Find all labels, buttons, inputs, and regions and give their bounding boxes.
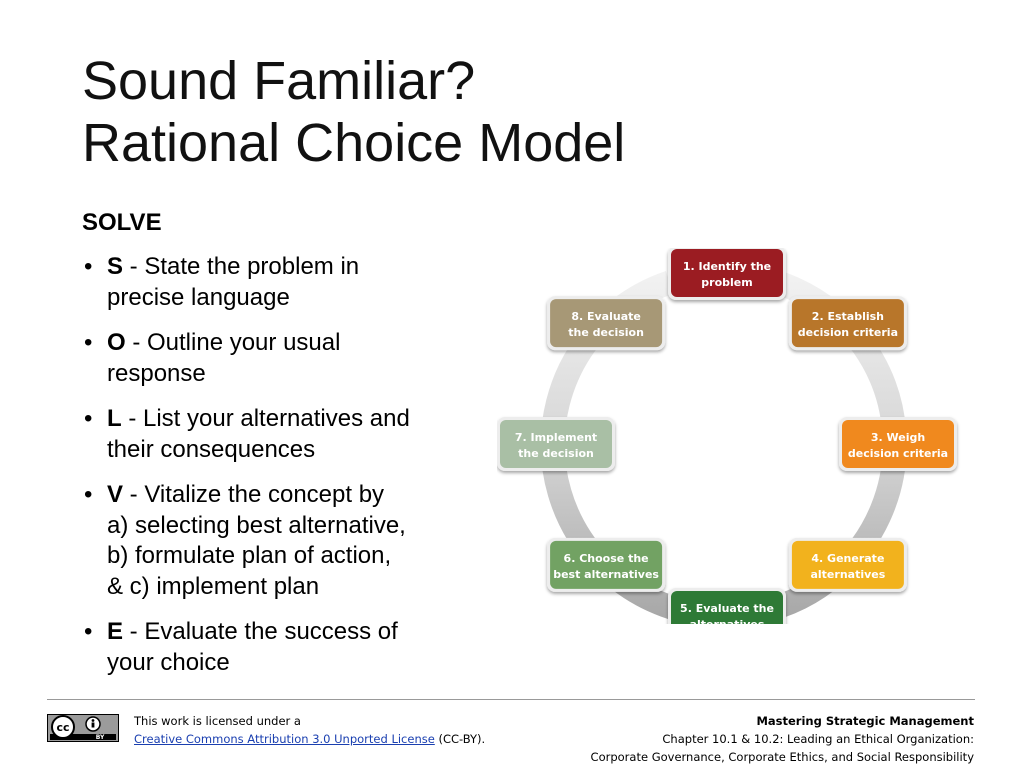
cycle-step-label: the decision [518, 447, 594, 460]
cycle-step-box: 4. Generate alternatives [788, 537, 907, 592]
book-title: Mastering Strategic Management [756, 714, 974, 728]
bullet-text: - State the problem in [123, 253, 360, 280]
cycle-step-label: best alternatives [553, 568, 659, 581]
list-item: O - Outline your usual response [82, 328, 482, 389]
bullet-text: - Vitalize the concept by [123, 481, 385, 508]
solve-list: S - State the problem in precise languag… [82, 252, 482, 678]
bullet-letter: L [107, 405, 122, 432]
list-item: V - Vitalize the concept by a) selecting… [82, 480, 482, 602]
solve-content: SOLVE S - State the problem in precise l… [82, 208, 482, 693]
cycle-step-fill [500, 420, 612, 468]
cycle-step-fill [842, 420, 954, 468]
bullet-text: a) selecting best alternative, [107, 511, 406, 539]
cycle-step-box: 2. Establish decision criteria [788, 296, 907, 351]
cycle-step-label: 4. Generate [811, 552, 884, 565]
list-item: S - State the problem in precise languag… [82, 252, 482, 313]
book-citation: Mastering Strategic Management Chapter 1… [591, 712, 974, 766]
bullet-text: b) formulate plan of action, [107, 542, 392, 569]
cycle-step-fill [550, 540, 663, 589]
bullet-letter: E [107, 618, 124, 645]
list-item: E - Evaluate the success of your choice [82, 617, 482, 678]
title-line-1: Sound Familiar? [82, 51, 476, 111]
license-line: This work is licensed under a [134, 714, 301, 728]
cycle-step-label: 7. Implement [515, 431, 597, 444]
cycle-step-label: 2. Establish [812, 310, 884, 323]
cycle-step-label: 6. Choose the [564, 552, 649, 565]
solve-heading: SOLVE [82, 209, 162, 236]
footer-divider [47, 699, 975, 700]
bullet-letter: O [107, 329, 126, 356]
cycle-step-label: decision criteria [798, 326, 898, 339]
cycle-step-fill [550, 299, 663, 348]
decision-cycle-diagram: 1. Identify the problem 2. Establish decisi… [497, 248, 957, 624]
cycle-step-label: 8. Evaluate [571, 310, 641, 323]
bullet-text: - Outline your usual [125, 329, 341, 356]
cycle-step-box: 7. Implement the decision [497, 417, 615, 471]
bullet-letter: V [107, 481, 124, 508]
license-suffix: (CC-BY). [434, 732, 486, 746]
list-item: L - List your alternatives and their con… [82, 404, 482, 465]
title-line-2: Rational Choice Model [82, 113, 626, 173]
cycle-step-box: 6. Choose the best alternatives [547, 537, 666, 592]
by-mark: BY [96, 734, 105, 741]
bullet-text: response [107, 359, 206, 387]
cycle-step-fill [671, 591, 783, 624]
cycle-step-fill [671, 249, 783, 297]
cycle-step-box: 1. Identify the problem [668, 248, 786, 300]
cycle-step-label: alternatives [690, 618, 765, 624]
slide-title: Sound Familiar? Rational Choice Model [82, 50, 625, 174]
cycle-step-box: 3. Weigh decision criteria [839, 417, 957, 471]
bullet-text: their consequences [107, 435, 316, 463]
cycle-step-label: decision criteria [848, 447, 948, 460]
chapter-line: Chapter 10.1 & 10.2: Leading an Ethical … [662, 732, 974, 746]
cycle-step-label: the decision [568, 326, 644, 339]
cycle-step-label: alternatives [810, 568, 885, 581]
cc-mark: cc [56, 721, 69, 734]
cc-by-badge-icon: cc BY [47, 714, 119, 742]
cycle-step-fill [791, 540, 904, 589]
bullet-text: precise language [107, 283, 290, 311]
cycle-steps: 1. Identify the problem 2. Establish decisi… [497, 248, 957, 624]
license-notice: This work is licensed under a Creative C… [134, 712, 485, 748]
cycle-step-fill [791, 299, 904, 348]
cycle-step-label: 5. Evaluate the [680, 602, 774, 615]
cycle-step-label: problem [701, 276, 752, 289]
cycle-step-label: 3. Weigh [871, 431, 925, 444]
license-link[interactable]: Creative Commons Attribution 3.0 Unporte… [134, 732, 435, 746]
chapter-subtitle: Corporate Governance, Corporate Ethics, … [590, 750, 974, 764]
bullet-text: - Evaluate the success of [123, 618, 398, 645]
cycle-step-box: 8. Evaluate the decision [547, 296, 666, 351]
cycle-step-label: 1. Identify the [683, 260, 771, 273]
cycle-step-box: 5. Evaluate the alternatives [668, 588, 786, 624]
bullet-text: - List your alternatives and [121, 405, 410, 432]
bullet-text: your choice [107, 648, 230, 676]
bullet-letter: S [107, 253, 124, 280]
bullet-text: & c) implement plan [107, 572, 320, 600]
